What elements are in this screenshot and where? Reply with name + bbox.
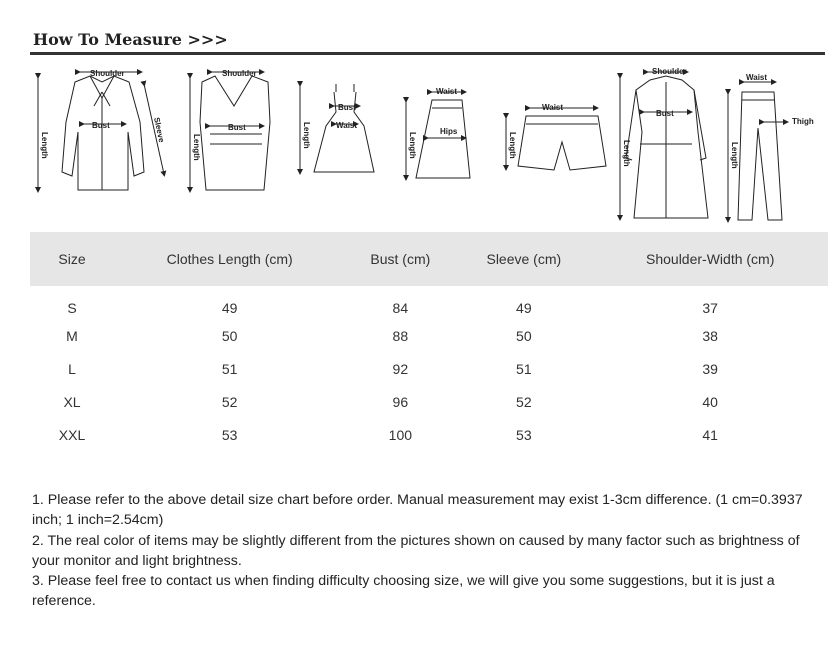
column-header-bust: Bust (cm)	[370, 251, 431, 267]
dress-length-label: Length	[302, 122, 311, 149]
column-header-size: Size	[58, 251, 86, 267]
shirt-length-label: Length	[40, 132, 49, 159]
shoulder-width-cell: 41	[702, 426, 718, 443]
clothes-length-cell: 52	[221, 393, 238, 410]
shorts-waist-label: Waist	[542, 103, 563, 112]
how-to-measure-header: How To Measure >>>	[30, 28, 825, 56]
shoulder-width-cell: 39	[702, 360, 718, 377]
tank-length-label: Length	[192, 134, 201, 161]
table-header-row: Size Clothes Length (cm) Bust (cm) Sleev…	[30, 232, 828, 286]
size-chart-table: Size Clothes Length (cm) Bust (cm) Sleev…	[30, 232, 828, 451]
size-cell: M	[66, 327, 78, 344]
clothes-length-cell: 49	[221, 299, 238, 316]
trousers-waist-label: Waist	[746, 73, 767, 82]
note-item: 1. Please refer to the above detail size…	[32, 492, 803, 529]
bust-cell: 84	[392, 299, 409, 316]
table-row: M 50 88 50 38	[30, 319, 828, 352]
skirt-length-label: Length	[408, 132, 417, 159]
skirt-illustration	[403, 89, 471, 181]
trousers-illustration	[725, 79, 789, 223]
tank-bust-label: Bust	[228, 123, 246, 132]
column-header-shoulder-width: Shoulder-Width (cm)	[646, 251, 775, 267]
dress-bust-label: Bust	[338, 103, 356, 112]
shirt-shoulder-label: Shoulder	[90, 69, 125, 78]
tank-top-illustration	[187, 69, 271, 193]
sleeve-cell: 52	[516, 393, 532, 410]
bust-cell: 88	[392, 327, 409, 344]
size-cell: L	[68, 360, 76, 377]
size-cell: S	[67, 299, 77, 316]
bust-cell: 96	[392, 393, 409, 410]
size-cell: XL	[63, 393, 81, 410]
sleeve-cell: 51	[516, 360, 532, 377]
clothes-length-cell: 51	[221, 360, 238, 377]
shirt-bust-label: Bust	[92, 121, 110, 130]
shorts-illustration	[503, 105, 607, 171]
shoulder-width-cell: 40	[702, 393, 718, 410]
trousers-thigh-label: Thigh	[792, 117, 814, 126]
trousers-length-label: Length	[730, 142, 739, 169]
coat-shoulder-label: Shoulder	[652, 67, 687, 76]
table-row: XL 52 96 52 40	[30, 385, 828, 418]
dress-waist-label: Waist	[336, 121, 357, 130]
skirt-hips-label: Hips	[440, 127, 458, 136]
garment-diagrams: Shoulder Bust Length Sleeve Shoulder Bus…	[35, 67, 814, 223]
shoulder-width-cell: 37	[702, 299, 718, 316]
note-item: 3. Please feel free to contact us when f…	[32, 573, 775, 610]
clothes-length-cell: 53	[221, 426, 238, 443]
coat-length-label: Length	[622, 140, 631, 167]
shirt-illustration	[35, 69, 167, 193]
table-row: L 51 92 51 39	[30, 352, 828, 385]
column-header-sleeve: Sleeve (cm)	[486, 251, 562, 267]
bust-cell: 92	[392, 360, 409, 377]
sleeve-cell: 49	[516, 299, 532, 316]
note-item: 2. The real color of items may be slight…	[32, 532, 800, 569]
header-divider	[30, 52, 825, 55]
coat-bust-label: Bust	[656, 109, 674, 118]
shorts-length-label: Length	[508, 132, 517, 159]
column-header-clothes-length: Clothes Length (cm)	[166, 251, 293, 267]
shoulder-width-cell: 38	[702, 327, 718, 344]
bust-cell: 100	[388, 426, 413, 443]
dress-illustration	[297, 81, 375, 175]
measurement-illustrations: Shoulder Bust Length Sleeve Shoulder Bus…	[30, 62, 825, 228]
size-notes: 1. Please refer to the above detail size…	[32, 490, 822, 612]
size-cell: XXL	[58, 426, 86, 443]
coat-illustration	[617, 69, 709, 221]
clothes-length-cell: 50	[221, 327, 238, 344]
sleeve-cell: 53	[516, 426, 532, 443]
skirt-waist-label: Waist	[436, 87, 457, 96]
sleeve-cell: 50	[516, 327, 532, 344]
header-title: How To Measure >>>	[33, 30, 228, 49]
tank-shoulder-label: Shoulder	[222, 69, 257, 78]
table-row: S 49 84 49 37	[30, 286, 828, 319]
table-row: XXL 53 100 53 41	[30, 418, 828, 451]
